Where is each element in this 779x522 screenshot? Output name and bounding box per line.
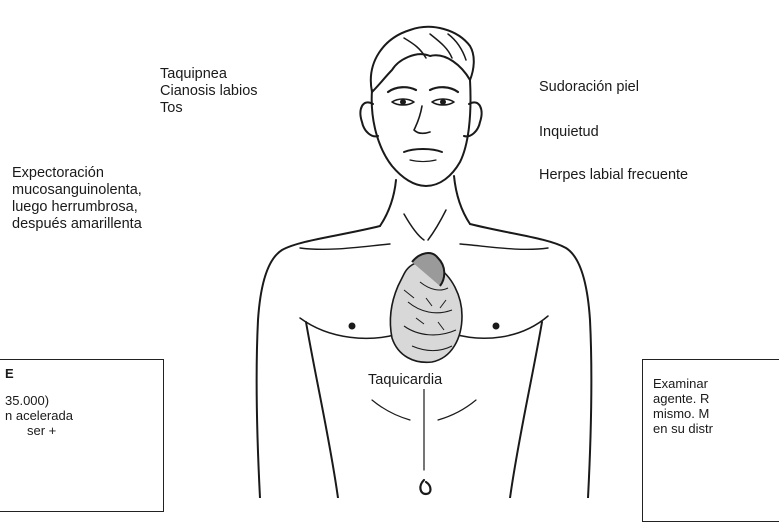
right-ear: [464, 102, 482, 136]
left-box-line-1: E: [5, 366, 163, 381]
right-box-line-3: mismo. M: [653, 406, 779, 421]
symptom-taquipnea: Taquipnea: [160, 66, 258, 83]
symptom-inquietud: Inquietud: [539, 124, 599, 141]
sputum-line-1: Expectoración: [12, 165, 142, 182]
right-box-line-1: Examinar: [653, 376, 779, 391]
heart-lungs-stipple: [390, 253, 462, 362]
right-shoulder-arm: [470, 224, 591, 498]
sputum-line-3: luego herrumbrosa,: [12, 199, 142, 216]
mouth: [404, 149, 442, 152]
symptom-cianosis: Cianosis labios: [160, 83, 258, 100]
symptom-taquicardia: Taquicardia: [366, 372, 444, 389]
left-shoulder-arm: [257, 226, 380, 498]
sputum-line-2: mucosanguinolenta,: [12, 182, 142, 199]
symptom-tos: Tos: [160, 100, 258, 117]
symptom-herpes: Herpes labial frecuente: [539, 167, 688, 184]
right-box-line-4: en su distr: [653, 421, 779, 436]
symptom-sudoracion: Sudoración piel: [539, 79, 639, 96]
nose: [414, 106, 430, 133]
sputum-line-4: después amarillenta: [12, 216, 142, 233]
left-box-line-4: ser +: [5, 423, 163, 438]
left-box-line-3: n acelerada: [5, 408, 163, 423]
left-box-line-2: 35.000): [5, 393, 163, 408]
sputum-description: Expectoración mucosanguinolenta, luego h…: [12, 165, 142, 233]
left-info-box: E 35.000) n acelerada ser +: [0, 359, 164, 512]
neck: [380, 180, 396, 226]
right-box-line-2: agente. R: [653, 391, 779, 406]
respiratory-symptoms: Taquipnea Cianosis labios Tos: [160, 66, 258, 117]
hair: [371, 27, 474, 92]
